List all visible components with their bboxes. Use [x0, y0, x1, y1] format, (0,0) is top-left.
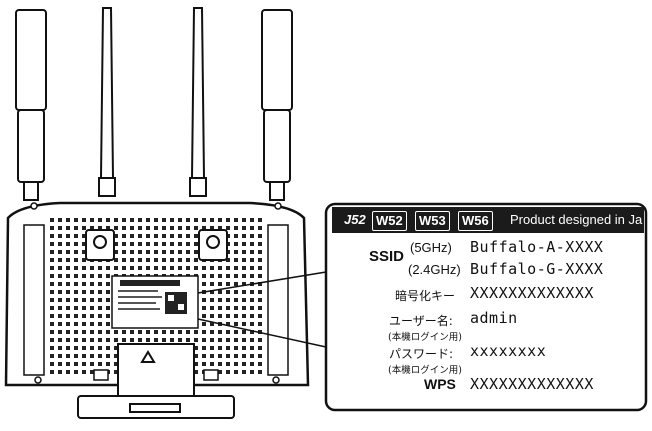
wall-mount-right — [198, 229, 228, 261]
router-body — [4, 201, 310, 387]
antenna-right-inner — [189, 7, 207, 197]
antenna-left-outer — [15, 9, 47, 201]
callout-panel — [324, 202, 648, 412]
ssid-24ghz-value: Buffalo-G-XXXX — [470, 260, 604, 278]
leader-lines — [197, 271, 327, 348]
stand — [77, 343, 235, 419]
wall-mount-left — [85, 229, 115, 261]
ssid-5ghz-value: Buffalo-A-XXXX — [470, 238, 604, 256]
antenna-right-outer — [261, 9, 293, 201]
band-w53: W53 — [415, 211, 450, 231]
password-title: パスワード: — [389, 347, 454, 361]
product-designed-text: Product designed in Ja — [510, 212, 643, 227]
band-w52: W52 — [372, 211, 407, 231]
bottom-ports — [93, 369, 219, 381]
frequency-band-strip: J52 W52 W53 W56 Product designed in Ja — [332, 207, 644, 233]
ssid-title: SSID — [369, 248, 405, 265]
username-note: (本機ログイン用) — [388, 332, 462, 343]
wps-value: XXXXXXXXXXXXX — [470, 375, 594, 393]
encryption-key-title: 暗号化キー — [395, 289, 456, 303]
encryption-key-value: XXXXXXXXXXXXX — [470, 284, 594, 302]
band-j52: J52 — [344, 212, 366, 227]
username-value: admin — [470, 309, 518, 327]
ssid-5ghz-freq: (5GHz) — [410, 240, 452, 255]
username-title: ユーザー名: — [389, 314, 453, 328]
product-label-sticker — [111, 275, 199, 329]
password-value: xxxxxxxx — [470, 342, 547, 360]
band-w56: W56 — [458, 211, 493, 231]
password-note: (本機ログイン用) — [388, 365, 462, 376]
screws — [30, 202, 282, 384]
wps-title: WPS — [424, 376, 456, 392]
ssid-24ghz-freq: (2.4GHz) — [408, 262, 461, 277]
antenna-left-inner — [98, 7, 116, 197]
